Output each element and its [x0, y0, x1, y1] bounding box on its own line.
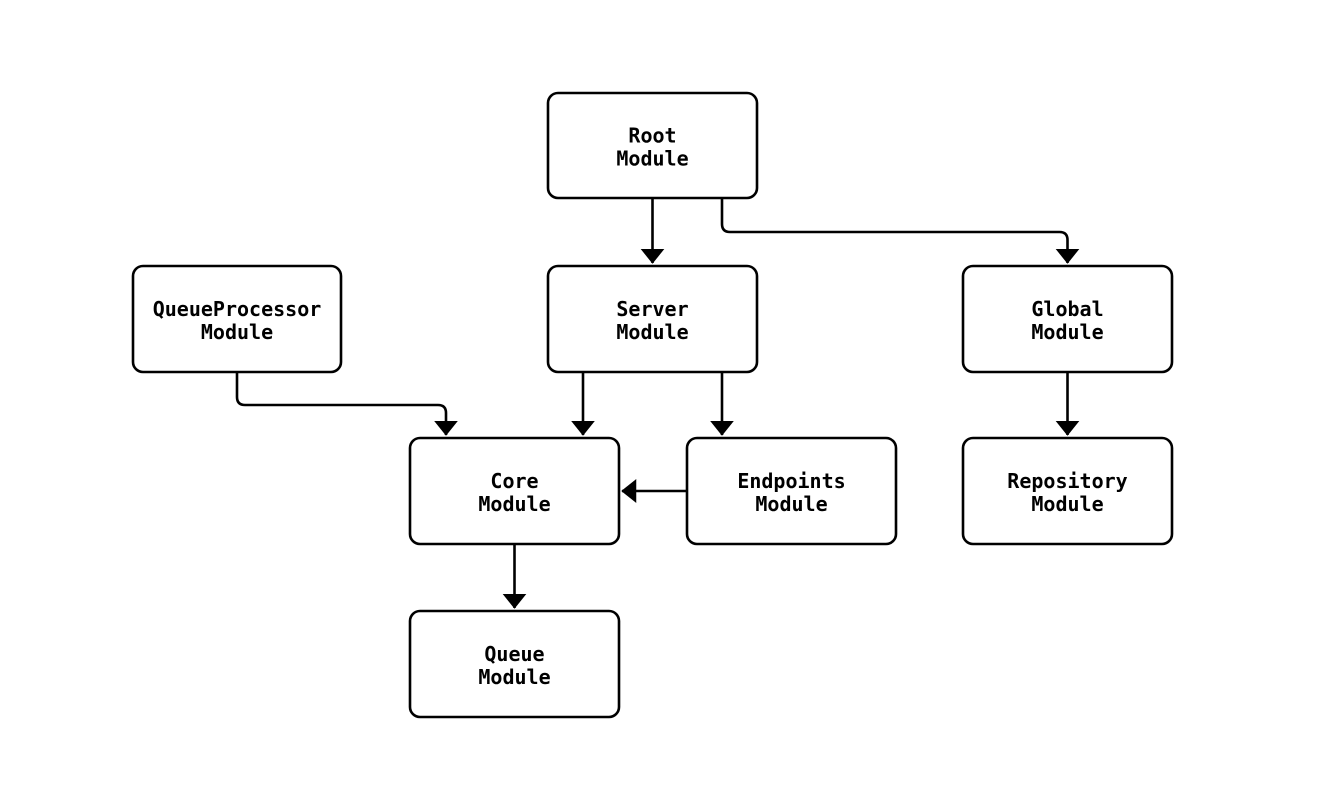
node-queue-module-label-line2: Module — [478, 665, 550, 689]
node-queue-module-box — [408, 609, 621, 719]
node-server-module-box — [546, 264, 759, 374]
node-endpoints-module: Endpoints Module — [685, 436, 898, 546]
node-core-module-label-line1: Core — [490, 469, 538, 493]
node-global-module: Global Module — [961, 264, 1174, 374]
node-global-module-label-line1: Global — [1031, 297, 1103, 321]
node-endpoints-module-label-line1: Endpoints — [737, 469, 845, 493]
node-endpoints-module-label-line2: Module — [755, 492, 827, 516]
node-server-module-label-line2: Module — [616, 320, 688, 344]
node-queue-module-label-line1: Queue — [484, 642, 544, 666]
node-global-module-box — [961, 264, 1174, 374]
node-core-module-label-line2: Module — [478, 492, 550, 516]
node-queueprocessor-module-label-line2: Module — [201, 320, 273, 344]
node-queueprocessor-module: QueueProcessor Module — [131, 264, 343, 374]
node-root-module-box — [546, 91, 759, 200]
node-repository-module: Repository Module — [961, 436, 1174, 546]
node-root-module: Root Module — [546, 91, 759, 200]
node-root-module-label-line1: Root — [628, 124, 676, 148]
edge-root-to-global — [720, 198, 1080, 264]
node-server-module-label-line1: Server — [616, 297, 688, 321]
node-server-module: Server Module — [546, 264, 759, 374]
edge-layer — [235, 198, 1080, 609]
node-queue-module: Queue Module — [408, 609, 621, 719]
node-global-module-label-line2: Module — [1031, 320, 1103, 344]
node-core-module-box — [408, 436, 621, 546]
node-repository-module-label-line1: Repository — [1007, 469, 1127, 493]
node-queueprocessor-module-box — [131, 264, 343, 374]
node-endpoints-module-box — [685, 436, 898, 546]
node-queueprocessor-module-label-line1: QueueProcessor — [153, 297, 322, 321]
node-repository-module-label-line2: Module — [1031, 492, 1103, 516]
node-core-module: Core Module — [408, 436, 621, 546]
node-root-module-label-line2: Module — [616, 147, 688, 171]
edge-queueprocessor-to-core — [235, 372, 458, 436]
node-repository-module-box — [961, 436, 1174, 546]
